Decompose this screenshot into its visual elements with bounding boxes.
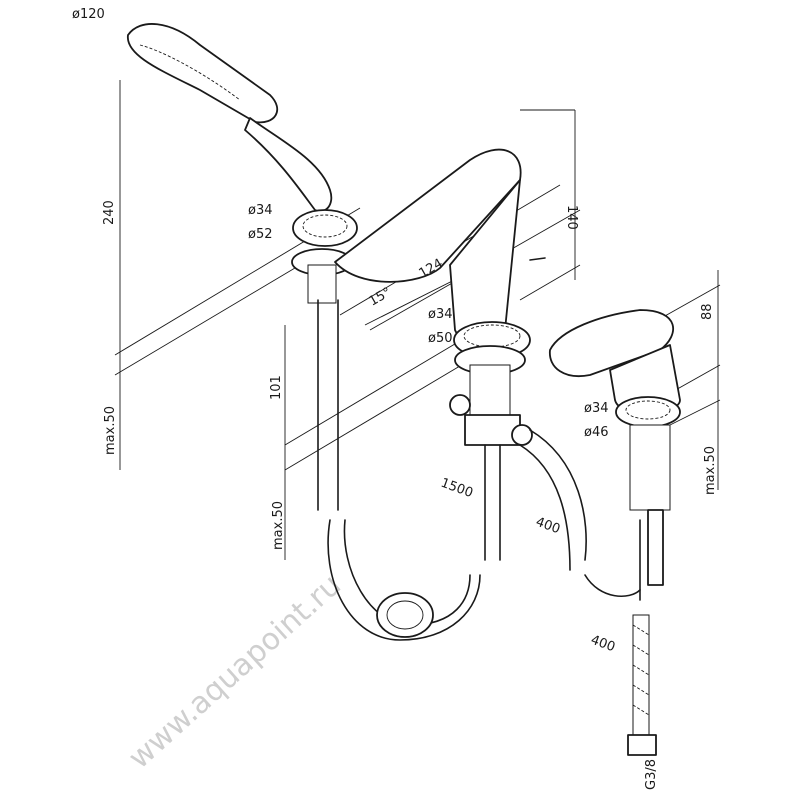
label-connection-hose: 400 (534, 515, 562, 538)
hand-shower (127, 23, 358, 511)
spout (334, 148, 587, 571)
watermark: www.aquapoint.ru (122, 568, 348, 776)
label-shower-height: 240 (102, 200, 117, 225)
mixer (549, 309, 681, 601)
label-shower-hose: 1500 (439, 476, 475, 501)
label-spout-base-outer: ø50 (428, 331, 453, 346)
label-spout-height: 140 (564, 205, 579, 230)
label-max-deck-middle: max.50 (271, 501, 286, 550)
label-shower-base-inner: ø34 (248, 203, 273, 218)
label-shower-head-diameter: ø120 (72, 7, 105, 22)
label-thread: G3/8 (644, 759, 659, 790)
label-shower-base-outer: ø52 (248, 227, 273, 242)
label-mixer-height: 88 (700, 303, 715, 320)
shower-hose (327, 519, 481, 641)
supply-hose (627, 614, 657, 756)
label-spout-angle: 15° (367, 285, 394, 310)
label-mixer-base-outer: ø46 (584, 425, 609, 440)
label-max-deck-right: max.50 (703, 446, 718, 495)
label-mixer-base-inner: ø34 (584, 401, 609, 416)
label-supply-hose: 400 (589, 633, 617, 656)
label-max-deck-left: max.50 (103, 406, 118, 455)
label-spout-base-inner: ø34 (428, 307, 453, 322)
label-deck-depth: 101 (269, 375, 284, 400)
